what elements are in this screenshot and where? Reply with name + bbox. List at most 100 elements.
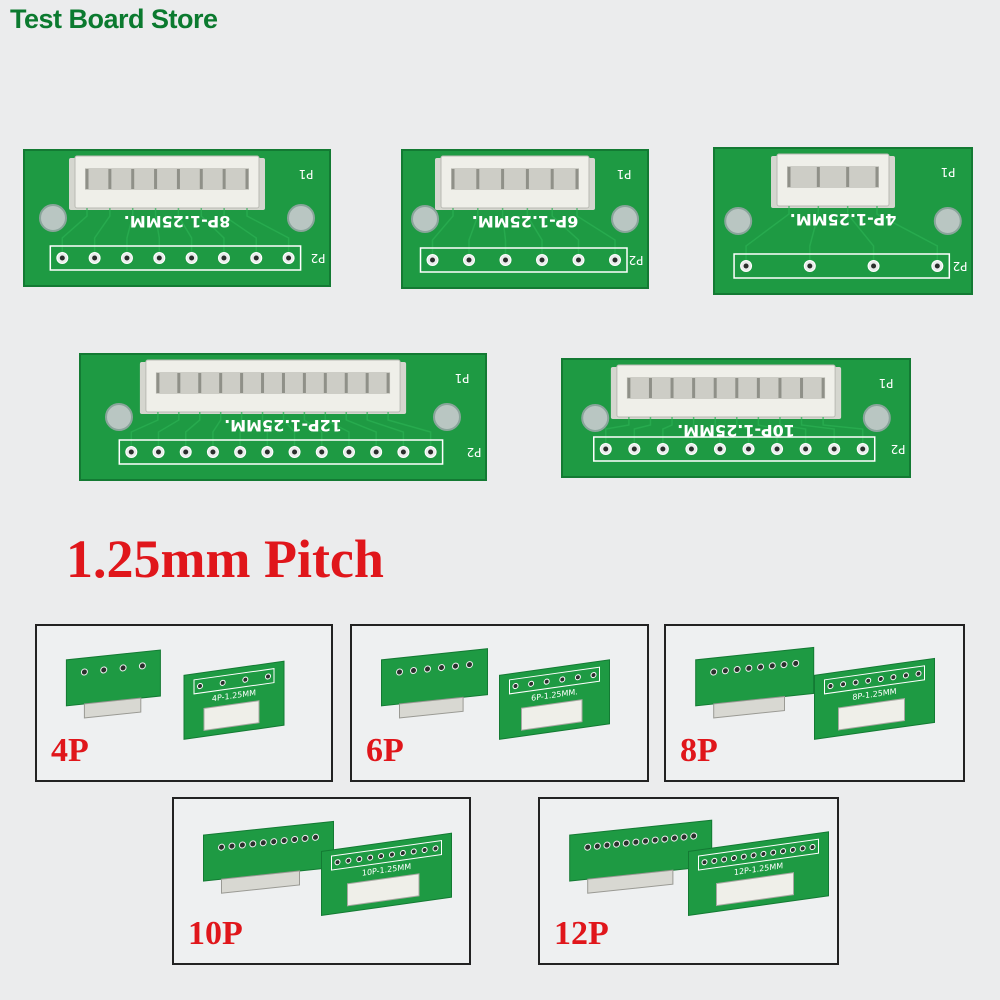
connector-pin <box>575 169 579 189</box>
connector-pin <box>156 373 160 393</box>
trace <box>324 412 350 452</box>
mount-hole <box>724 207 753 235</box>
thumb-pcb <box>695 646 815 707</box>
p1-label: P1 <box>299 167 314 181</box>
connector-pin <box>245 169 249 189</box>
thumb-pad <box>613 840 621 848</box>
thumb-pad <box>632 838 640 846</box>
thumb-pad <box>890 674 897 681</box>
thumb-pad <box>852 679 859 686</box>
silkscreen-label: 8P-1.25MM. <box>124 212 231 231</box>
trace <box>303 412 323 452</box>
thumb-pad <box>792 659 800 667</box>
connector-pin <box>787 167 791 187</box>
thumb-pad <box>730 855 737 862</box>
thumb-pad <box>721 856 728 863</box>
thumb-pad <box>80 668 88 676</box>
thumb-pad <box>410 666 417 675</box>
thumb-connector <box>203 700 260 732</box>
trace <box>366 412 405 452</box>
connector-pin <box>261 373 265 393</box>
trace <box>130 412 159 452</box>
connector-pin <box>131 169 135 189</box>
thumb-header-outline <box>824 665 925 695</box>
header-hole <box>292 449 298 455</box>
thumb-board-back <box>381 648 488 719</box>
header-hole <box>286 255 292 261</box>
connector-pin <box>627 378 631 398</box>
p1-label: P1 <box>879 376 894 390</box>
silkscreen-label: 10P-1.25MM. <box>677 421 795 440</box>
connector-pin <box>108 169 112 189</box>
thumb-pad <box>733 666 741 674</box>
thumb-pad <box>574 674 581 681</box>
thumb-pad <box>543 678 550 685</box>
trace <box>551 208 580 260</box>
trace <box>501 208 507 260</box>
header-hole <box>803 446 809 452</box>
panel-label: 10P <box>188 915 243 952</box>
connector-slot <box>155 372 391 394</box>
header-hole <box>860 446 866 452</box>
thumb-pad <box>249 840 257 848</box>
pitch-headline: 1.25mm Pitch <box>66 529 384 589</box>
trace <box>387 412 432 452</box>
header-hole <box>400 449 406 455</box>
header-hole <box>743 263 749 269</box>
thumb-pad <box>680 833 688 841</box>
mount-hole <box>105 403 133 431</box>
thumb-pad <box>690 832 698 840</box>
p2-label: P2 <box>629 253 644 267</box>
trace <box>800 417 835 449</box>
connector-pin <box>281 373 285 393</box>
thumb-board-back <box>203 820 334 894</box>
connector-pin <box>386 373 390 393</box>
thumb-pad <box>760 850 767 857</box>
header-outline <box>733 253 951 279</box>
connector-pin <box>648 378 652 398</box>
thumb-header-outline <box>509 666 600 695</box>
thumb-pad <box>584 843 592 851</box>
thumb-connector <box>716 872 794 907</box>
panel-photo: 4P-1.25MM <box>65 649 285 740</box>
thumb-board-front: 12P-1.25MM <box>688 831 829 917</box>
connector-pin <box>550 169 554 189</box>
header-hole <box>746 446 752 452</box>
connector-pin <box>778 378 782 398</box>
trace <box>184 412 201 452</box>
header-hole <box>346 449 352 455</box>
thumb-connector <box>83 697 142 719</box>
connector-pin <box>198 373 202 393</box>
trace <box>745 206 790 266</box>
thumb-pad <box>770 849 777 856</box>
thumb-header-outline <box>331 840 442 871</box>
panel-label: 4P <box>51 732 89 769</box>
thumb-pad <box>100 666 108 674</box>
thumb-pad <box>721 667 729 675</box>
header-hole <box>503 257 508 263</box>
connector-pin <box>323 373 327 393</box>
trace <box>757 417 778 449</box>
header-hole <box>660 446 666 452</box>
thumb-board-front: 4P-1.25MM <box>183 660 285 740</box>
header-hole <box>428 449 434 455</box>
thumb-pad <box>378 853 385 860</box>
panel-photo: 12P-1.25MM <box>569 819 829 917</box>
trace <box>345 412 377 452</box>
thumb-pcb <box>203 820 334 882</box>
silkscreen-label: 4P-1.25MM. <box>790 210 897 229</box>
connector-pin <box>219 373 223 393</box>
thumb-pad <box>219 679 226 686</box>
connector-slot <box>451 168 579 190</box>
connector-pin <box>344 373 348 393</box>
header-hole <box>92 255 98 261</box>
trace <box>714 417 721 449</box>
panel-photo: 8P-1.25MM <box>695 646 935 740</box>
thumb-pad <box>334 859 341 866</box>
header-hole <box>603 446 609 452</box>
trace <box>157 412 180 452</box>
thumb-pad <box>768 662 776 670</box>
